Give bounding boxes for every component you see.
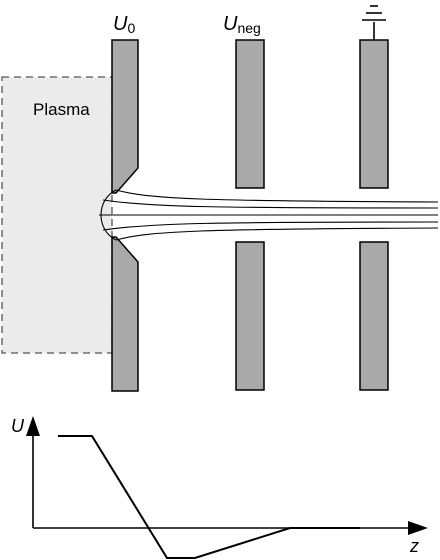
plasma-label: Plasma [33,100,90,119]
electrode-u0-label: U0 [113,13,135,36]
x-axis-arrowhead [408,521,428,535]
beam-line [115,227,439,241]
x-axis-label: z [409,536,419,556]
beam-line [115,189,439,203]
beam-line [102,199,439,209]
plasma-region [1,76,113,354]
electrode-u0-top [111,39,139,194]
ground-symbol-icon [362,5,386,40]
electrode-uneg-top [235,39,265,189]
electrode-ground-bottom [359,241,389,391]
beam-line [102,221,439,231]
potential-plot: U z [11,416,428,559]
ion-beam [99,189,439,241]
electrode-ground-top [359,39,389,189]
electrode-u0-bottom [111,236,139,392]
electrode-uneg-label: Uneg [223,13,261,36]
y-axis-arrowhead [26,416,40,436]
y-axis-label: U [11,416,25,436]
electrode-uneg-bottom [235,241,265,391]
potential-curve [58,435,360,559]
